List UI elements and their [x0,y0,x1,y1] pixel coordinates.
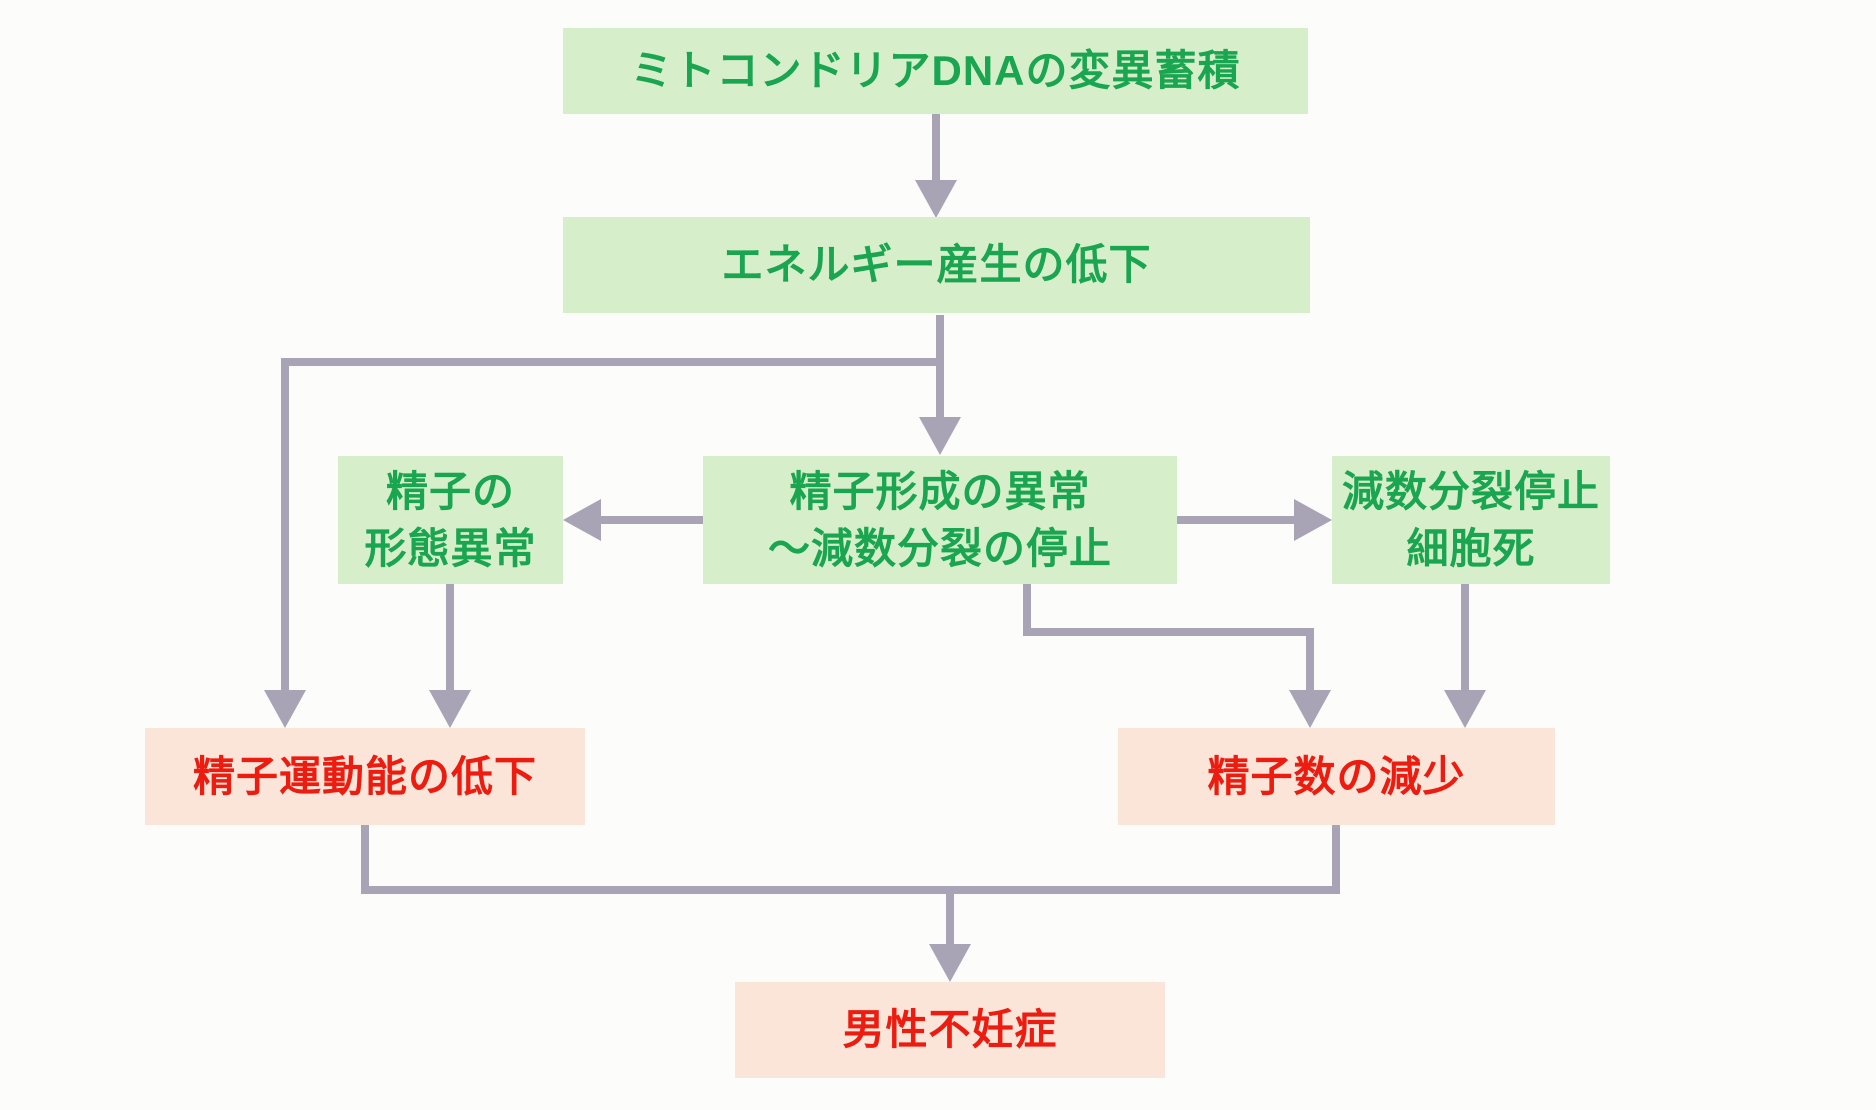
arrow-energy-to-spermatogenesis [919,315,961,455]
node-label-line2: 形態異常 [364,525,537,572]
arrow-mtdna-to-energy [915,112,957,218]
arrow-spermatogenesis-to-count [1023,584,1331,728]
node-label: ミトコンドリアDNAの変異蓄積 [630,47,1241,95]
arrow-spermatogenesis-to-morphology [563,499,703,541]
node-label-line1: 精子の [385,467,515,515]
node-energy-decline: エネルギー産生の低下 [563,217,1310,313]
node-sperm-count-decline: 精子数の減少 [1118,728,1555,825]
node-mtdna-mutation: ミトコンドリアDNAの変異蓄積 [563,28,1308,114]
node-label-line2: ～減数分裂の停止 [767,525,1112,572]
node-label-line1: 減数分裂停止 [1341,467,1600,515]
node-male-infertility: 男性不妊症 [735,982,1165,1078]
node-sperm-morphology-abnormality: 精子の 形態異常 [338,456,563,584]
node-label: エネルギー産生の低下 [721,241,1152,289]
node-label-line1: 精子形成の異常 [789,467,1091,515]
arrow-morphology-to-motility [429,584,471,728]
node-sperm-motility-decline: 精子運動能の低下 [145,728,585,825]
arrow-spermatogenesis-to-meiosis [1177,499,1332,541]
node-label: 精子運動能の低下 [192,752,537,800]
arrow-energy-to-motility [264,358,936,728]
arrow-merge-to-infertility [361,825,1340,982]
node-meiosis-arrest-cell-death: 減数分裂停止 細胞死 [1332,456,1610,584]
node-label: 男性不妊症 [842,1006,1058,1054]
node-label-line2: 細胞死 [1406,525,1536,572]
node-label: 精子数の減少 [1207,752,1466,800]
node-spermatogenesis-abnormality: 精子形成の異常 ～減数分裂の停止 [703,456,1177,584]
arrow-meiosis-to-count [1444,584,1486,728]
